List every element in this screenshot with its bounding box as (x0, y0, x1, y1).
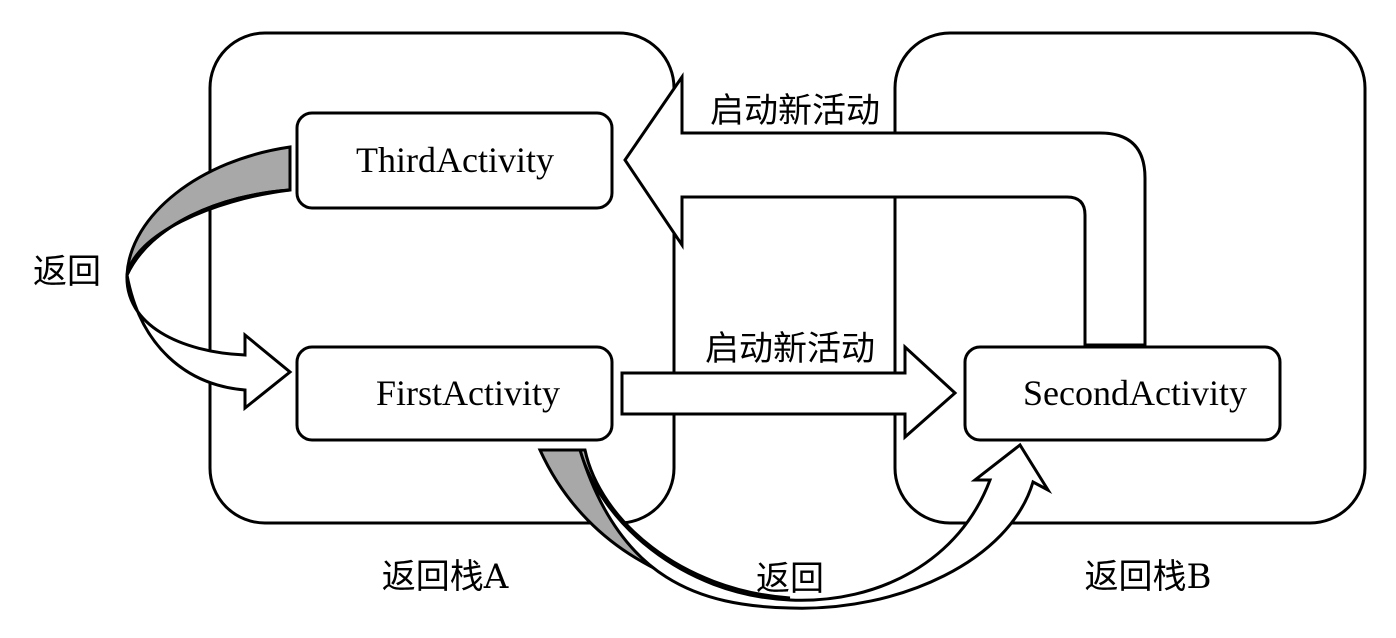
back-label-left: 返回 (33, 252, 101, 292)
second-activity-box (963, 345, 1282, 442)
back-left-arrow (125, 188, 293, 412)
third-activity-label: ThirdActivity (356, 140, 554, 180)
back-stack-b-label: 返回栈B (1085, 557, 1212, 597)
start-new-activity-arrow-top (623, 72, 1147, 347)
second-activity-label: SecondActivity (1023, 373, 1247, 413)
third-activity-box (295, 111, 614, 210)
start-new-activity-arrow-middle (620, 343, 958, 441)
first-activity-label: FirstActivity (376, 373, 560, 413)
start-new-activity-label-middle: 启动新活动 (705, 329, 875, 369)
back-stack-b-box (893, 31, 1367, 525)
back-stack-a-label: 返回栈A (382, 557, 509, 597)
back-bottom-arrow (578, 442, 1053, 610)
first-activity-box (295, 345, 614, 442)
back-label-bottom: 返回 (756, 559, 824, 599)
start-new-activity-label-top: 启动新活动 (710, 91, 880, 131)
back-stack-a-box (208, 31, 676, 525)
